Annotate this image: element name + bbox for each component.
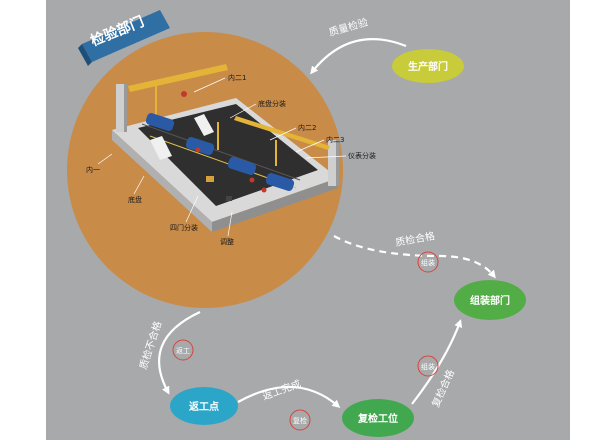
tag-assemble-1: 组装 [417,251,439,273]
arrow-rework-to-recheck [237,385,341,408]
node-rework-label: 返工点 [189,400,219,413]
arrow-inspection-to-assembly [333,235,496,279]
arrow-recheck-to-assembly [411,319,463,405]
label-inner2-1: 内二1 [228,73,246,82]
svg-text:组装: 组装 [421,362,435,371]
label-dash-sub: 仪表分装 [348,151,376,160]
node-production-label: 生产部门 [408,60,448,73]
svg-text:复检: 复检 [293,416,307,425]
node-recheck-label: 复检工位 [357,412,398,425]
arrow-inspection-to-rework [158,311,201,395]
tag-recheck: 复检 [289,409,311,431]
arrow-production-to-inspection [310,38,407,75]
node-assembly-label: 组装部门 [470,294,510,307]
svg-text:组装: 组装 [421,258,435,267]
svg-text:返工: 返工 [176,347,190,355]
label-adjust: 调整 [220,237,234,246]
callout-leaders [97,77,347,237]
node-assembly: 组装部门 [454,280,526,320]
label-inner2-2: 内二2 [298,123,316,132]
production-line-illustration [112,64,339,232]
label-chassis: 底盘 [128,195,142,204]
node-rework: 返工点 [170,387,238,425]
label-chassis-sub: 底盘分装 [258,99,286,108]
label-door-sub: 四门分装 [170,223,198,232]
label-inner1: 内一 [86,165,100,174]
tag-rework: 返工 [172,339,194,361]
label-inner2-3: 内二3 [326,135,344,144]
node-recheck: 复检工位 [342,399,414,437]
tag-assemble-2: 组装 [417,355,439,377]
node-production: 生产部门 [392,49,464,83]
